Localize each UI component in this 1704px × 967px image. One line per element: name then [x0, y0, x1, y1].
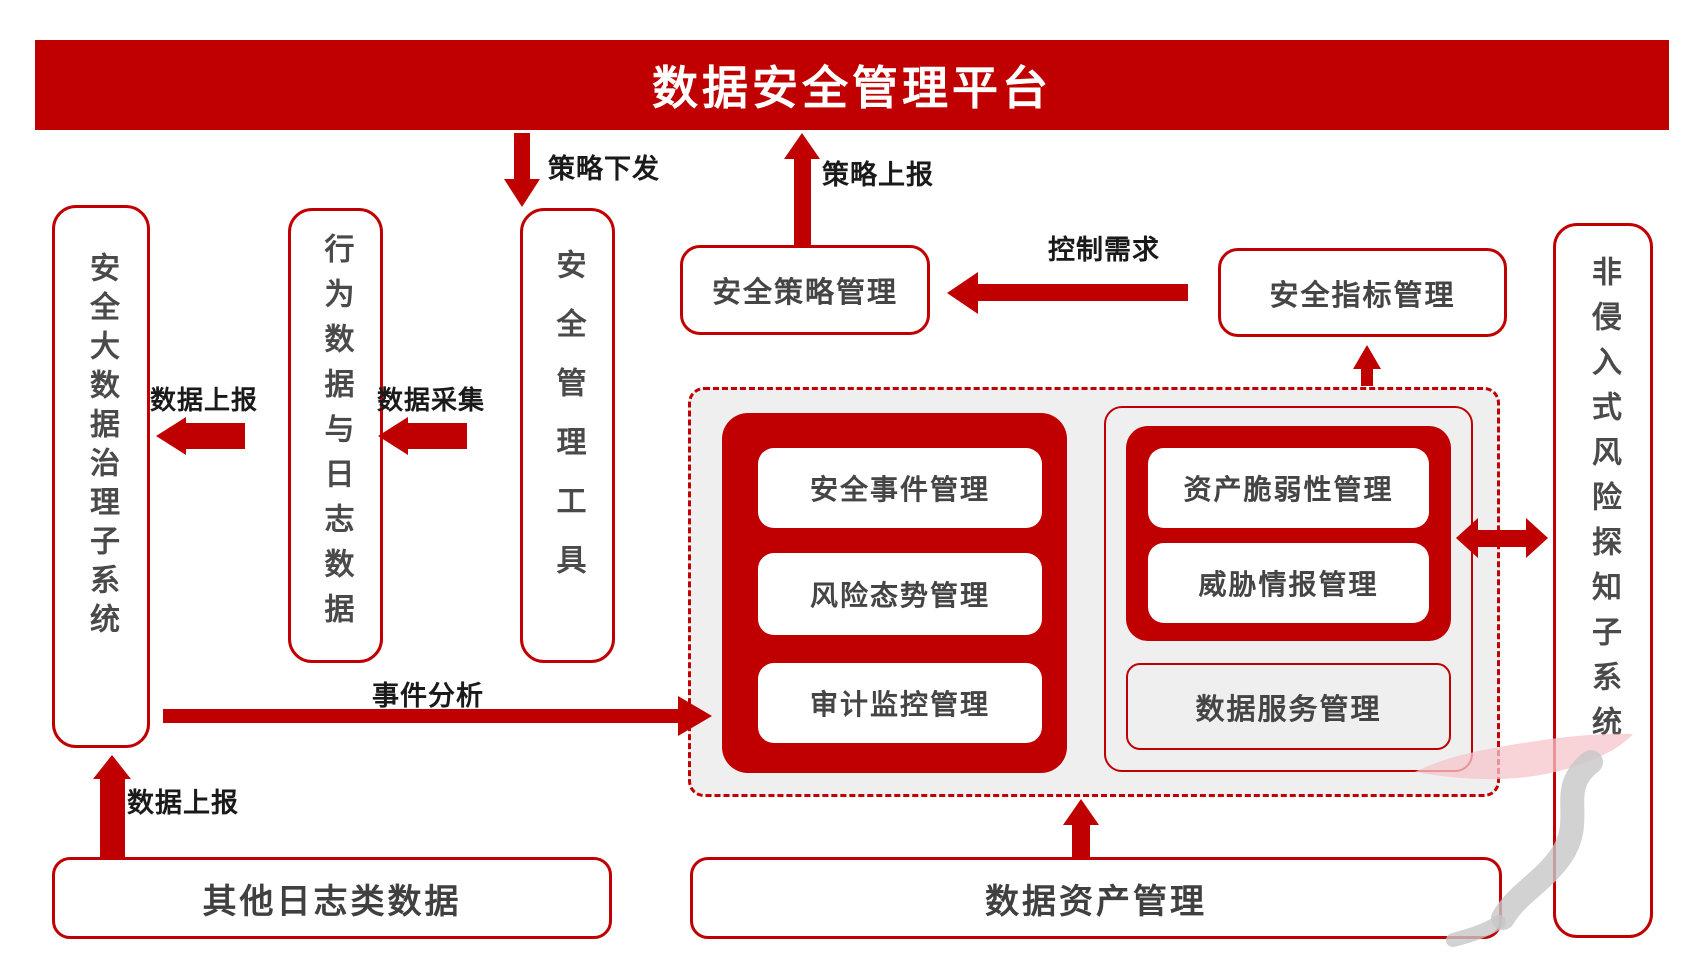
- control-demand-arrowhead-icon: [947, 272, 978, 314]
- control-demand-arrow: [978, 284, 1188, 301]
- pill-risk-posture-mgmt-label: 风险态势管理: [809, 580, 990, 611]
- box-other-log-data-label: 其他日志类数据: [202, 882, 462, 921]
- pill-asset-vulnerability-mgmt: 资产脆弱性管理: [1148, 448, 1429, 528]
- pill-audit-monitor-mgmt: 审计监控管理: [758, 663, 1042, 743]
- box-security-mgmt-tool: 安全管理工具: [520, 208, 615, 663]
- risk-link-arrow: [1478, 530, 1526, 547]
- policy-down-arrow: [514, 133, 530, 179]
- control-demand-label: 控制需求: [1048, 235, 1160, 265]
- data-collect-arrowhead-icon: [378, 417, 408, 455]
- box-behavior-log-data: 行为数据与日志数据: [288, 208, 383, 663]
- pill-audit-monitor-mgmt-label: 审计监控管理: [809, 689, 990, 720]
- data-asset-up-arrowhead-icon: [1063, 799, 1099, 825]
- pill-threat-intel-mgmt: 威胁情报管理: [1148, 543, 1429, 623]
- data-report-bottom-label: 数据上报: [127, 788, 239, 818]
- pill-data-service-mgmt: 数据服务管理: [1126, 663, 1451, 750]
- box-security-bigdata-governance: 安全大数据治理子系统: [52, 205, 150, 748]
- box-security-mgmt-tool-label: 安全管理工具: [551, 249, 585, 603]
- risk-link-left-arrowhead-icon: [1456, 518, 1478, 558]
- data-report-bottom-arrow: [100, 777, 125, 857]
- policy-up-label: 策略上报: [822, 160, 934, 190]
- box-other-log-data: 其他日志类数据: [52, 857, 612, 939]
- box-non-intrusive-risk-subsystem: 非侵入式风险探知子系统: [1553, 223, 1653, 938]
- pill-security-event-mgmt-label: 安全事件管理: [809, 474, 990, 505]
- data-asset-up-arrow: [1072, 823, 1090, 857]
- event-analysis-arrow: [163, 709, 678, 723]
- page-title: 数据安全管理平台: [652, 62, 1052, 114]
- box-security-policy-mgmt: 安全策略管理: [680, 245, 930, 335]
- data-report-mid-arrow: [186, 423, 245, 449]
- risk-link-right-arrowhead-icon: [1526, 518, 1548, 558]
- pill-data-service-mgmt-label: 数据服务管理: [1195, 693, 1382, 726]
- box-security-bigdata-governance-label: 安全大数据治理子系统: [85, 252, 118, 642]
- pill-asset-vulnerability-mgmt-label: 资产脆弱性管理: [1183, 474, 1394, 505]
- policy-up-arrowhead-icon: [784, 133, 820, 159]
- event-analysis-arrowhead-icon: [678, 696, 712, 736]
- box-security-indicator-mgmt-label: 安全指标管理: [1269, 279, 1456, 312]
- policy-down-label: 策略下发: [548, 154, 660, 184]
- data-report-bottom-arrowhead-icon: [93, 755, 131, 779]
- box-data-asset-mgmt: 数据资产管理: [690, 857, 1502, 939]
- policy-down-arrowhead-icon: [504, 179, 540, 207]
- data-collect-label: 数据采集: [377, 385, 486, 415]
- box-non-intrusive-risk-subsystem-label: 非侵入式风险探知子系统: [1587, 256, 1620, 751]
- data-report-mid-label: 数据上报: [150, 385, 259, 415]
- data-collect-arrow: [408, 423, 467, 449]
- box-data-asset-mgmt-label: 数据资产管理: [985, 882, 1207, 921]
- pill-threat-intel-mgmt-label: 威胁情报管理: [1198, 569, 1379, 600]
- pill-security-event-mgmt: 安全事件管理: [758, 448, 1042, 528]
- event-analysis-label: 事件分析: [372, 681, 484, 711]
- page-title-banner: 数据安全管理平台: [35, 40, 1669, 130]
- box-security-policy-mgmt-label: 安全策略管理: [711, 277, 898, 309]
- pill-risk-posture-mgmt: 风险态势管理: [758, 553, 1042, 635]
- data-report-mid-arrowhead-icon: [156, 417, 186, 455]
- indicator-up-arrow: [1361, 367, 1373, 386]
- policy-up-arrow: [794, 159, 811, 245]
- box-behavior-log-data-label: 行为数据与日志数据: [319, 233, 353, 638]
- indicator-up-arrowhead-icon: [1353, 345, 1381, 369]
- box-security-indicator-mgmt: 安全指标管理: [1218, 248, 1507, 337]
